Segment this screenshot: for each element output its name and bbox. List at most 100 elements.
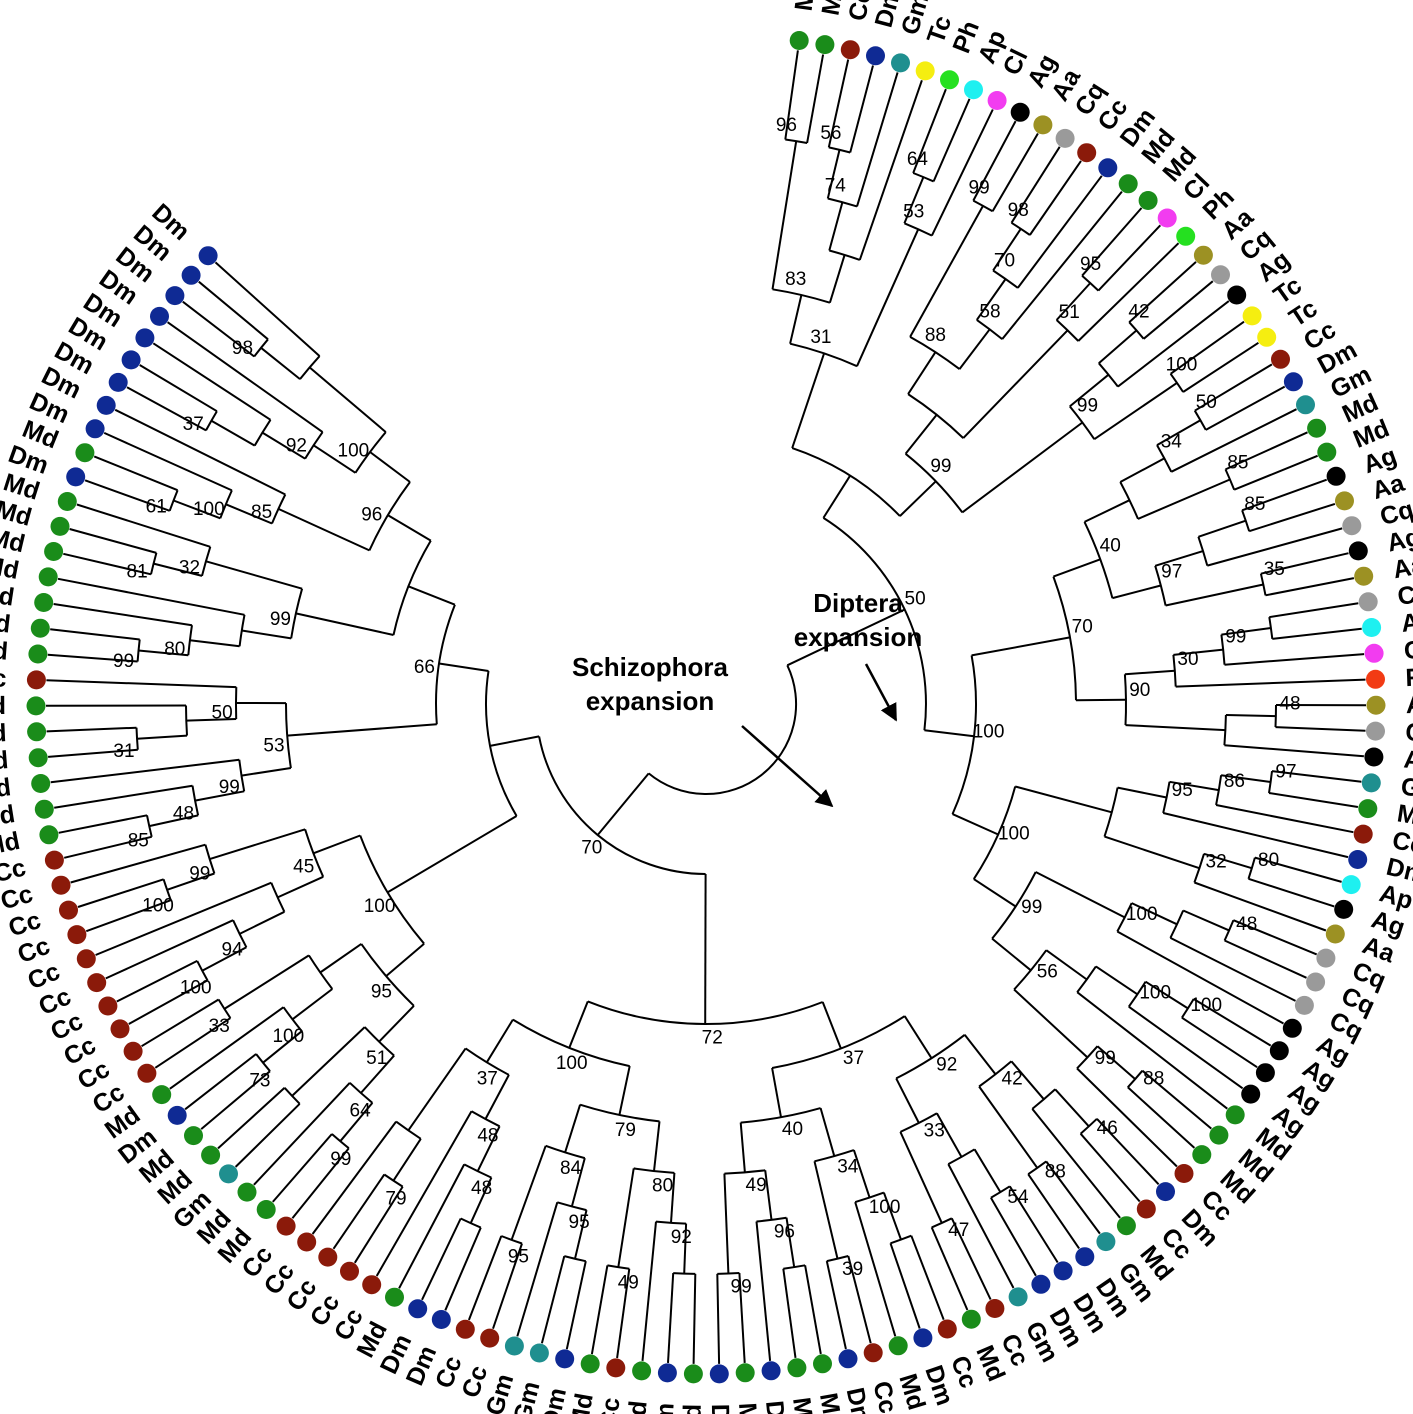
tip-label: Md: [0, 692, 6, 720]
tree-branch: [1117, 300, 1230, 388]
support-value: 98: [232, 338, 253, 359]
tip-dot-md: [50, 516, 70, 536]
tip-dot-dm: [1348, 850, 1368, 869]
tip-dot-dm: [66, 467, 86, 487]
tree-branch: [135, 727, 139, 750]
tip-dot-dm: [96, 395, 116, 415]
tree-branch: [1128, 1005, 1244, 1090]
tree-branch: [116, 960, 198, 1003]
tip-dot-cc: [1353, 824, 1373, 844]
tree-branch: [1093, 382, 1178, 441]
tree-branch: [1260, 552, 1349, 575]
tip-dot-cc: [44, 850, 64, 870]
tip-dot-cc: [98, 996, 118, 1016]
tip-label: Aa: [1391, 550, 1413, 584]
tip-label: Cl: [1403, 635, 1413, 665]
tree-branch: [219, 489, 233, 519]
tree-branch: [313, 444, 356, 474]
tree-branch: [904, 414, 938, 455]
tree-branch: [63, 552, 152, 576]
tip-dot-ag: [1010, 102, 1030, 122]
support-value: 100: [1166, 354, 1198, 375]
tree-branch: [648, 664, 798, 796]
tree-branch: [516, 1202, 559, 1337]
tree-branch: [1254, 856, 1342, 883]
tree-branch: [313, 834, 361, 855]
tree-branch: [205, 410, 218, 431]
tip-dot-dm: [866, 46, 885, 66]
support-value: 64: [350, 1100, 372, 1121]
tip-dot-md: [39, 825, 59, 845]
tip-dot-cc: [1077, 143, 1097, 163]
tree-branch: [76, 503, 211, 548]
tree-branch: [210, 419, 256, 447]
tree-branch: [126, 386, 207, 432]
tree-branch: [360, 1054, 395, 1094]
tip-dot-gm: [1096, 1232, 1116, 1252]
support-value: 31: [113, 741, 134, 762]
tree-branch: [976, 319, 1003, 340]
tip-dot-gm: [1296, 395, 1315, 415]
support-value: 100: [142, 895, 174, 916]
bootstrap-support-values: 9683567431645399889870589551994299100503…: [113, 115, 1301, 1297]
tree-branch: [673, 1272, 696, 1275]
tree-branch: [1145, 980, 1189, 1010]
tree-branch: [57, 577, 245, 616]
tip-dot-ag: [1348, 541, 1368, 561]
tree-branch: [1098, 329, 1138, 364]
tree-branch: [1124, 669, 1175, 676]
support-value: 88: [925, 325, 946, 346]
tip-dot-md: [735, 1363, 755, 1383]
tree-branch: [77, 878, 164, 908]
support-value: 45: [293, 856, 314, 877]
support-value: 88: [1045, 1162, 1066, 1183]
tree-branch: [484, 1074, 510, 1120]
tip-dot-dm: [657, 1363, 677, 1383]
support-value: 100: [869, 1197, 901, 1218]
tree-branch: [978, 1085, 1039, 1169]
tree-branch: [895, 1034, 966, 1080]
tree-branch: [95, 881, 272, 956]
tree-branch: [50, 628, 140, 641]
tree-branch: [185, 705, 188, 736]
tip-label: Cc: [594, 1396, 626, 1414]
support-value: 64: [907, 149, 929, 170]
support-value: 84: [560, 1158, 582, 1179]
tree-branch: [1165, 583, 1264, 607]
tree-branch: [992, 269, 1019, 289]
tip-dot-cc: [455, 1319, 475, 1339]
tip-dot-dm: [108, 372, 128, 392]
tree-branch: [1248, 877, 1335, 908]
tree-branch: [375, 1110, 473, 1277]
tree-branch: [168, 489, 179, 512]
support-value: 100: [1126, 904, 1158, 925]
tree-branch: [1010, 146, 1061, 224]
tree-branch: [683, 1223, 688, 1274]
tree-branch: [465, 1047, 510, 1076]
tree-branch: [1055, 282, 1092, 321]
tree-branch: [764, 1170, 773, 1221]
support-value: 34: [1161, 431, 1183, 452]
tree-branch: [69, 528, 157, 554]
support-value: 34: [837, 1156, 859, 1177]
tip-dot-md: [1225, 1105, 1245, 1125]
support-value: 100: [1190, 995, 1222, 1016]
tip-dot-rp: [1366, 669, 1385, 689]
tree-branch: [570, 1157, 586, 1207]
support-value: 33: [209, 1016, 230, 1037]
tip-dot-dm: [431, 1310, 451, 1329]
tip-dot-dm: [121, 350, 141, 370]
tree-branch: [510, 1145, 547, 1241]
support-value: 56: [1037, 962, 1058, 983]
support-value: 73: [249, 1070, 270, 1091]
tree-branch: [789, 342, 858, 368]
support-value: 53: [903, 202, 924, 223]
tree-branch: [723, 1173, 730, 1274]
tree-branch: [444, 1227, 482, 1311]
tree-branch: [1141, 1069, 1212, 1130]
support-value: 35: [1264, 559, 1285, 580]
support-value: 70: [994, 251, 1015, 272]
tip-dot-dm: [838, 1349, 858, 1369]
tip-dot-cc: [362, 1275, 382, 1295]
